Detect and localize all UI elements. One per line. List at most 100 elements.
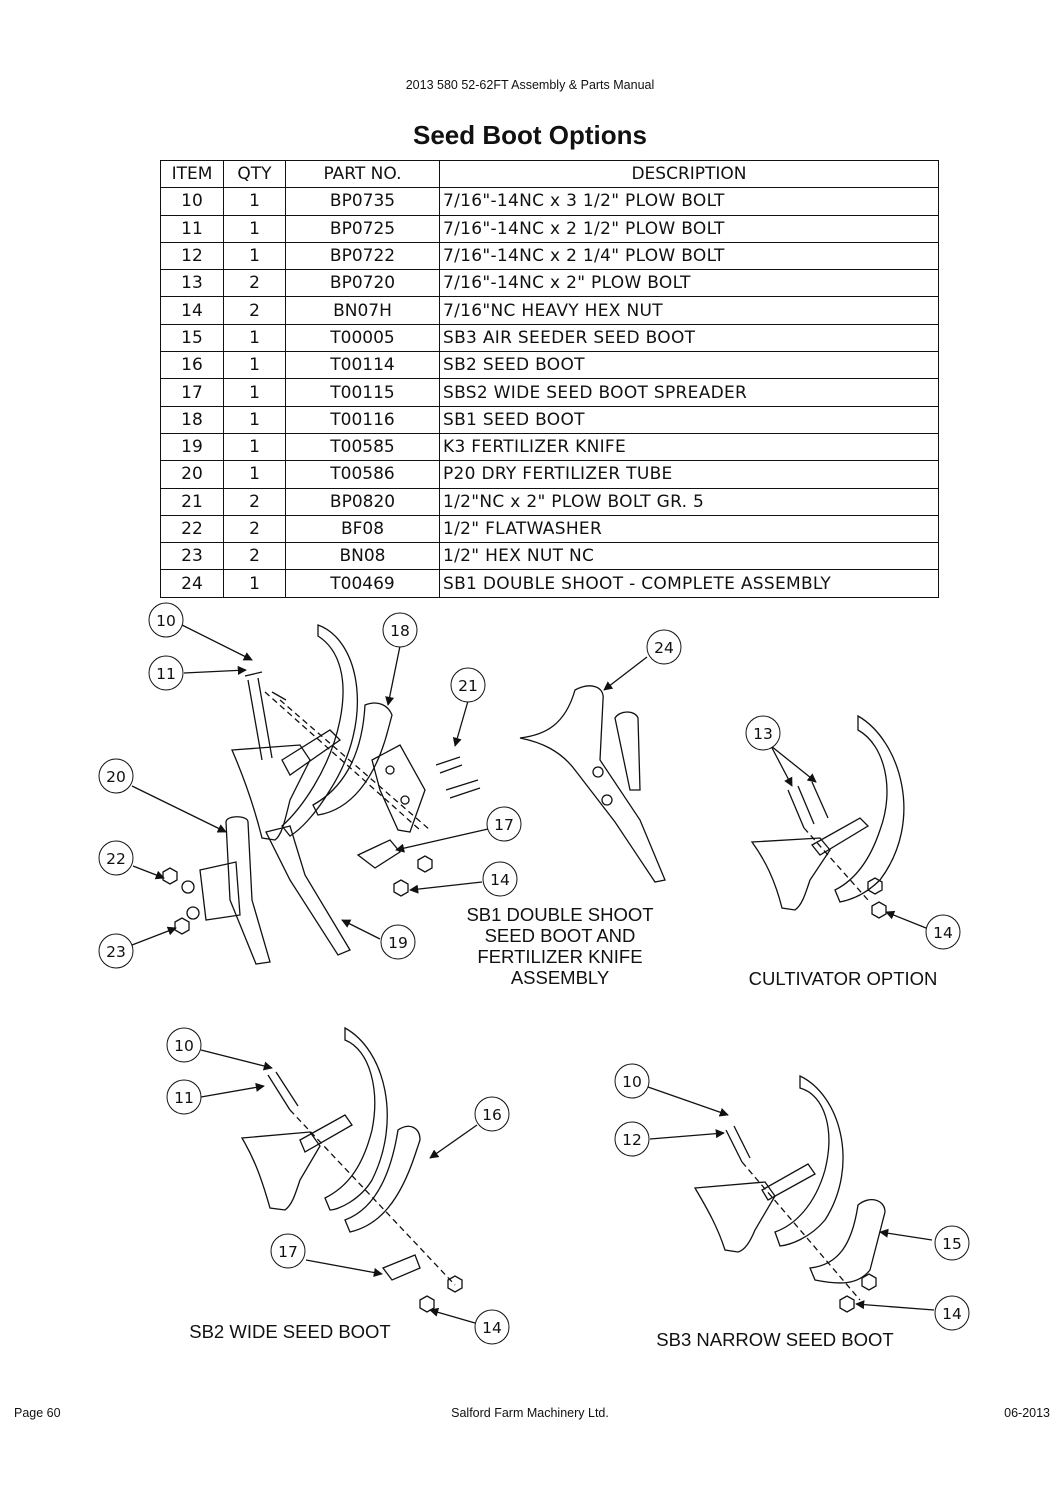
qty-cell: 1 [223, 405, 286, 434]
description-cell: SB2 SEED BOOT [439, 351, 939, 380]
item-cell: 23 [160, 542, 224, 571]
item-cell: 18 [160, 405, 224, 434]
callout-balloon: 10 [614, 1063, 650, 1099]
caption-line: SB1 DOUBLE SHOOT [466, 904, 654, 925]
callout-balloon: 24 [646, 629, 682, 665]
callout-balloon: 14 [482, 861, 518, 897]
callout-balloon: 20 [98, 758, 134, 794]
svg-text:14: 14 [942, 1305, 962, 1323]
cultivator-drawing [750, 714, 905, 919]
description-cell: 7/16"-14NC x 3 1/2" PLOW BOLT [439, 187, 939, 216]
svg-text:22: 22 [106, 850, 126, 868]
part-number-cell: T00116 [285, 405, 440, 434]
qty-cell: 2 [223, 296, 286, 325]
qty-cell: 1 [223, 460, 286, 489]
description-cell: SB3 AIR SEEDER SEED BOOT [439, 323, 939, 353]
svg-text:15: 15 [942, 1235, 962, 1253]
callout-balloon: 11 [148, 655, 184, 691]
callout-balloon: 14 [474, 1309, 510, 1345]
callout-balloon: 19 [380, 924, 416, 960]
sb2-caption: SB2 WIDE SEED BOOT [189, 1321, 391, 1342]
svg-text:10: 10 [622, 1073, 642, 1091]
svg-text:14: 14 [490, 871, 510, 889]
svg-text:23: 23 [106, 943, 126, 961]
callout-leaders [131, 624, 935, 1324]
callout-balloon: 14 [925, 914, 961, 950]
description-cell: 7/16"NC HEAVY HEX NUT [439, 296, 939, 325]
page-title: Seed Boot Options [413, 120, 647, 150]
item-cell: 14 [160, 296, 224, 325]
svg-text:17: 17 [494, 816, 514, 834]
caption-line: FERTILIZER KNIFE [477, 946, 643, 967]
part-number-cell: T00115 [285, 378, 440, 407]
svg-text:13: 13 [753, 725, 773, 743]
callout-balloon: 14 [934, 1295, 970, 1331]
callout-balloon: 17 [486, 806, 522, 842]
svg-text:10: 10 [174, 1037, 194, 1055]
caption-line: SEED BOOT AND [484, 925, 636, 946]
description-cell: SB1 SEED BOOT [439, 405, 939, 434]
page-number: Page 60 [14, 1406, 61, 1420]
description-cell: P20 DRY FERTILIZER TUBE [439, 460, 939, 489]
caption-line: ASSEMBLY [510, 967, 610, 988]
manual-header: 2013 580 52-62FT Assembly & Parts Manual [405, 78, 655, 92]
callout-balloon: 10 [148, 602, 184, 638]
item-cell: 20 [160, 460, 224, 489]
part-number-cell: BP0735 [285, 187, 440, 216]
svg-text:11: 11 [156, 665, 176, 683]
item-cell: 16 [160, 351, 224, 380]
callout-balloon: 18 [382, 612, 418, 648]
company-name: Salford Farm Machinery Ltd. [451, 1406, 609, 1420]
part-number-cell: T00005 [285, 323, 440, 353]
item-cell: 21 [160, 487, 224, 516]
part-number-cell: T00585 [285, 432, 440, 462]
item-cell: 19 [160, 432, 224, 462]
sb3-caption: SB3 NARROW SEED BOOT [656, 1329, 894, 1350]
qty-cell: 1 [223, 187, 286, 216]
svg-text:17: 17 [278, 1243, 298, 1261]
sb1-assembly-drawing [162, 624, 666, 965]
svg-text:10: 10 [156, 612, 176, 630]
part-number-cell: BP0720 [285, 269, 440, 298]
callout-balloon: 12 [614, 1121, 650, 1157]
svg-text:19: 19 [388, 934, 408, 952]
item-cell: 22 [160, 514, 224, 544]
item-cell: 24 [160, 569, 224, 598]
sb3-drawing [693, 1074, 886, 1313]
description-cell: 7/16"-14NC x 2 1/4" PLOW BOLT [439, 241, 939, 271]
description-cell: SB1 DOUBLE SHOOT - COMPLETE ASSEMBLY [439, 569, 939, 598]
svg-text:14: 14 [482, 1319, 502, 1337]
item-cell: 17 [160, 378, 224, 407]
part-number-cell: T00469 [285, 569, 440, 598]
cultivator-caption: CULTIVATOR OPTION [748, 968, 938, 989]
part-number-cell: BP0820 [285, 487, 440, 516]
qty-cell: 1 [223, 214, 286, 243]
qty-cell: 1 [223, 351, 286, 380]
sb2-drawing [240, 1026, 463, 1313]
item-cell: 13 [160, 269, 224, 298]
callout-balloon: 16 [474, 1096, 510, 1132]
column-header: DESCRIPTION [439, 159, 939, 189]
svg-text:16: 16 [482, 1106, 502, 1124]
description-cell: 7/16"-14NC x 2 1/2" PLOW BOLT [439, 214, 939, 243]
part-number-cell: T00114 [285, 351, 440, 380]
part-number-cell: BP0725 [285, 214, 440, 243]
svg-text:20: 20 [106, 768, 126, 786]
svg-text:11: 11 [174, 1089, 194, 1107]
callout-balloon: 17 [270, 1233, 306, 1269]
callout-balloon: 11 [166, 1079, 202, 1115]
